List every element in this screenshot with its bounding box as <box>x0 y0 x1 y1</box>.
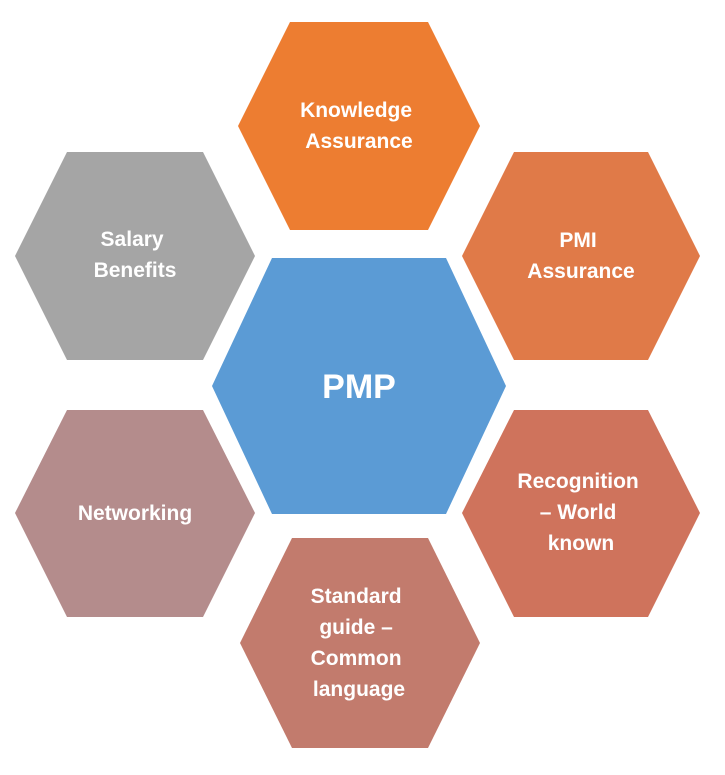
label-line: Networking <box>78 502 192 525</box>
hexagon-standard-guide <box>240 538 480 748</box>
label-standard-guide: Standard guide – Common language <box>311 585 408 701</box>
label-recognition: Recognition – World known <box>517 470 644 555</box>
hexagon-salary-benefits <box>15 152 255 360</box>
hexagon-networking <box>15 410 255 617</box>
hexagon-center <box>212 258 506 514</box>
hexagon-pmi-assurance <box>462 152 700 360</box>
hexagon-recognition <box>462 410 700 617</box>
label-line: Assurance <box>305 130 412 153</box>
label-line: Knowledge <box>300 99 412 122</box>
label-line: known <box>548 532 615 555</box>
label-networking: Networking <box>78 502 192 525</box>
center-label: PMP <box>322 368 396 406</box>
label-line: PMI <box>559 229 596 252</box>
label-line: Common <box>311 647 402 670</box>
hexagon-knowledge-assurance <box>238 22 480 230</box>
label-line: Benefits <box>94 259 177 282</box>
label-knowledge-assurance: Knowledge Assurance <box>300 99 418 153</box>
label-pmi-assurance: PMI Assurance <box>527 229 634 283</box>
label-line: language <box>313 678 405 701</box>
label-line: guide – <box>319 616 393 639</box>
label-line: – World <box>540 501 617 524</box>
label-line: Standard <box>311 585 402 608</box>
label-line: Recognition <box>517 470 638 493</box>
label-line: Salary <box>101 228 164 251</box>
label-salary-benefits: Salary Benefits <box>94 228 177 282</box>
label-line: Assurance <box>527 260 634 283</box>
